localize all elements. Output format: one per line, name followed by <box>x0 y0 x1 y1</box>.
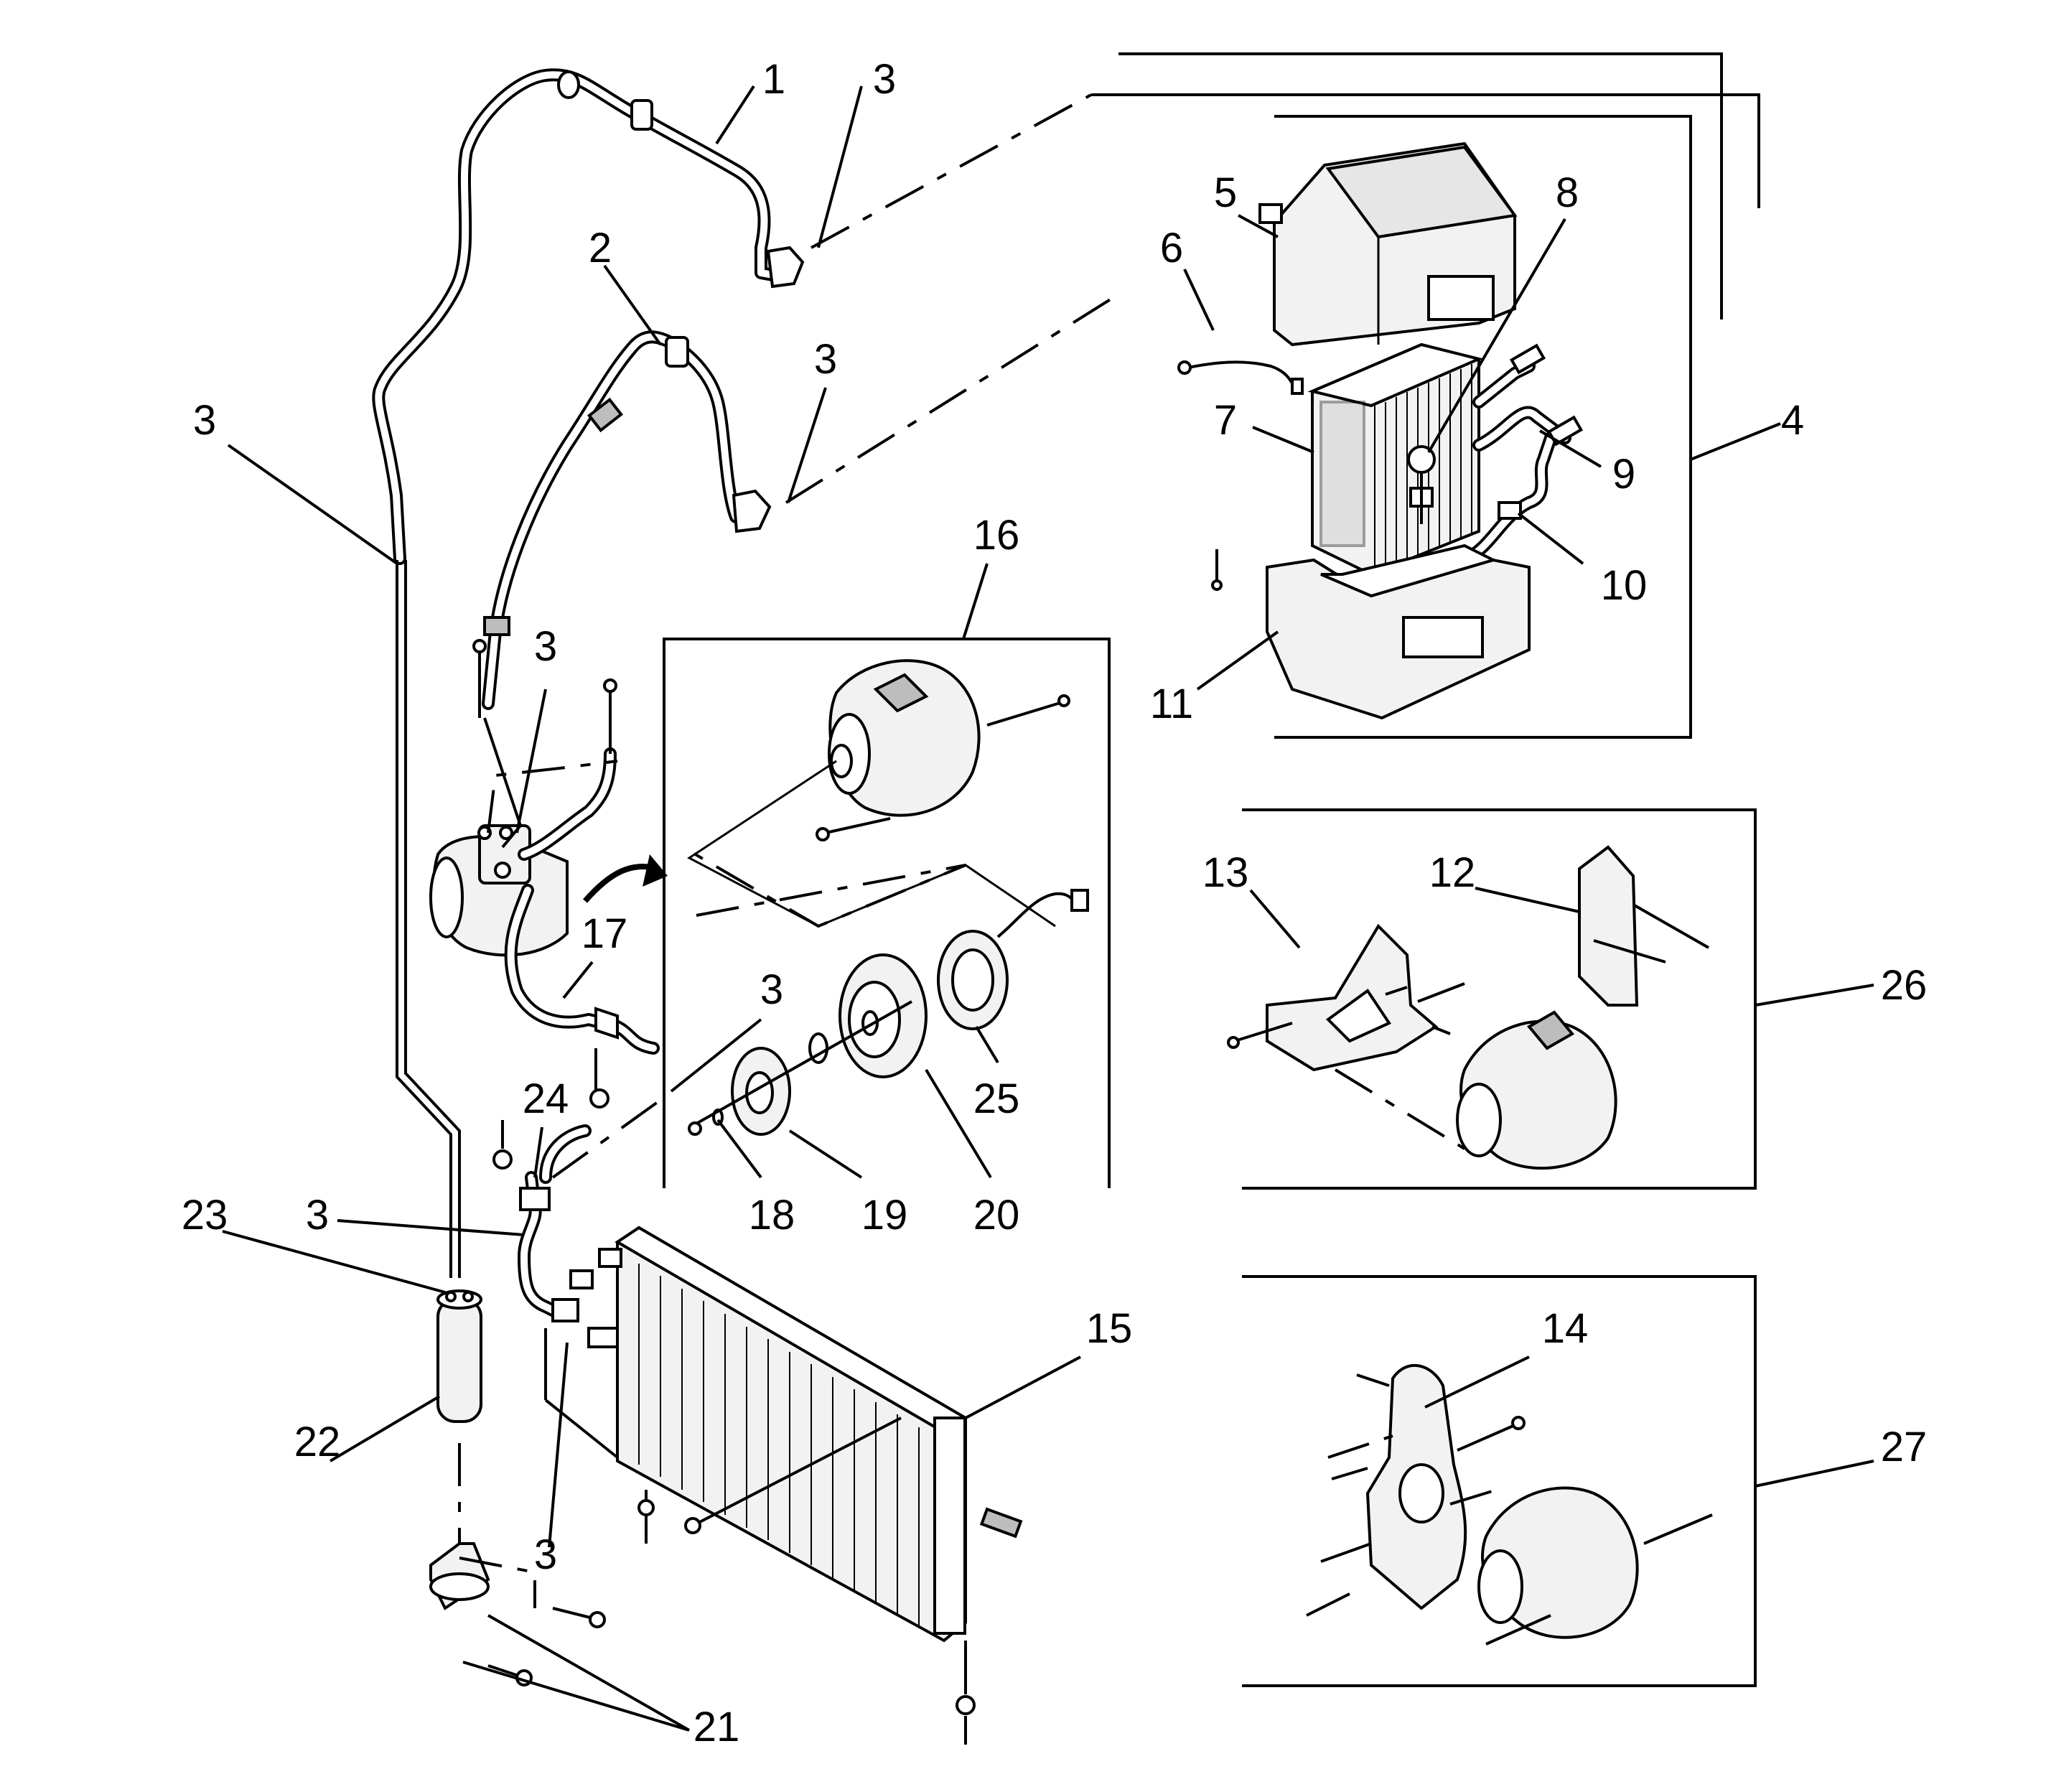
compressor-body <box>816 659 1070 841</box>
callout-17: 17 <box>581 910 628 957</box>
callout-3: 3 <box>534 623 557 670</box>
callout-14: 14 <box>1542 1305 1589 1352</box>
drier-bracket-21 <box>429 1542 606 1686</box>
callout-3: 3 <box>193 397 216 444</box>
callout-leader-lines <box>222 85 1602 1732</box>
evaporator-tubes-9 <box>1458 343 1584 566</box>
receiver-drier-22 <box>436 1289 482 1423</box>
condenser-15 <box>615 1226 1023 1745</box>
shaft-nut-18 <box>688 1109 724 1136</box>
bracket-frame-27 <box>1242 1275 1874 1687</box>
callout-26: 26 <box>1881 962 1928 1009</box>
callout-3: 3 <box>760 966 783 1013</box>
expansion-valve-8 <box>1407 445 1436 524</box>
clutch-coil-25 <box>937 889 1089 1030</box>
bracket-14 <box>1306 1364 1526 1617</box>
callout-3: 3 <box>534 1531 557 1578</box>
callout-24: 24 <box>523 1075 569 1122</box>
callout-27: 27 <box>1881 1424 1928 1470</box>
callout-6: 6 <box>1160 225 1183 271</box>
callout-1: 1 <box>762 56 785 103</box>
callout-20: 20 <box>973 1192 1020 1238</box>
callout-12: 12 <box>1429 849 1476 896</box>
clutch-pulley-20 <box>839 953 928 1078</box>
compressor-assembly <box>429 678 668 1109</box>
clutch-plate-19 <box>696 1000 912 1136</box>
bracket-13 <box>1227 923 1465 1072</box>
callout-9: 9 <box>1612 451 1635 498</box>
evaporator-sensor-6 <box>1177 360 1304 395</box>
callout-15: 15 <box>1086 1305 1133 1352</box>
evaporator-module-frame <box>1091 52 1781 739</box>
callout-3: 3 <box>873 56 896 103</box>
callout-3: 3 <box>306 1192 329 1238</box>
callout-5: 5 <box>1214 169 1237 216</box>
callout-16: 16 <box>973 512 1020 559</box>
callout-8: 8 <box>1556 169 1579 216</box>
compressor-26 <box>1334 1010 1617 1170</box>
drain-tube-10 <box>1498 501 1522 520</box>
discharge-hose-2 <box>472 330 772 718</box>
callout-21: 21 <box>693 1704 740 1750</box>
condenser-inlet-pipe <box>492 1120 622 1459</box>
compressor-clutch-frame <box>663 563 1111 1188</box>
clutch-leader-lines <box>687 760 1056 928</box>
callout-23: 23 <box>182 1192 228 1238</box>
bracket-frame-26 <box>1242 808 1874 1190</box>
callout-11: 11 <box>1150 681 1193 727</box>
callout-18: 18 <box>749 1192 795 1238</box>
callout-25: 25 <box>973 1075 1020 1122</box>
callout-4: 4 <box>1781 397 1804 444</box>
evaporator-case-lower-11 <box>1211 543 1531 720</box>
suction-hose-1 <box>372 68 805 565</box>
callout-labels: 1 3 2 3 3 5 8 6 7 4 9 10 11 16 3 17 3 25… <box>182 56 1928 1750</box>
callout-22: 22 <box>294 1419 341 1465</box>
callout-13: 13 <box>1202 849 1249 896</box>
callout-2: 2 <box>589 225 612 271</box>
bracket-12 <box>1578 845 1709 1007</box>
evaporator-case-upper-5 <box>1258 141 1518 347</box>
callout-19: 19 <box>861 1192 908 1238</box>
callout-7: 7 <box>1214 397 1237 444</box>
compressor-27 <box>1449 1486 1713 1646</box>
evaporator-core-7 <box>1307 342 1484 577</box>
callout-10: 10 <box>1601 562 1648 609</box>
callout-3: 3 <box>814 336 837 383</box>
